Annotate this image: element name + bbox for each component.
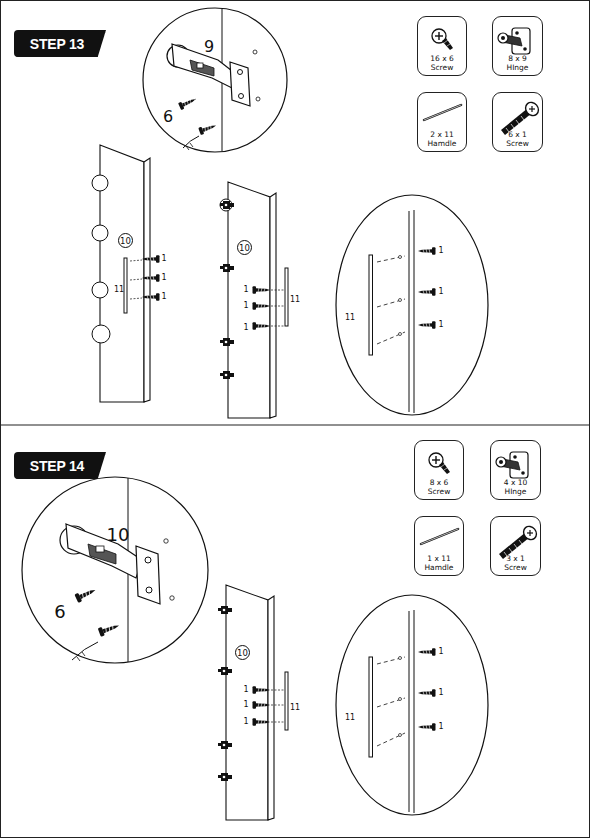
callout-number: 1 <box>243 686 248 694</box>
callout-number: 1 <box>161 293 166 301</box>
callout-number: 11 <box>290 296 300 304</box>
part-box: 4 x 10 HInge <box>490 440 541 500</box>
part-box: 2 x 11 Hamdle <box>417 92 467 152</box>
door-panel <box>218 585 288 820</box>
callout-number: 1 <box>243 286 248 294</box>
part-caption: 8 x 9 HInge <box>500 55 536 72</box>
callout-number: 1 <box>243 701 248 709</box>
part-caption: 3 x 1 Screw <box>498 555 534 572</box>
callout-number: 1 <box>438 247 443 255</box>
handle-zoom-oval <box>336 595 488 815</box>
callout-number: 1 <box>243 718 248 726</box>
callout-number: 11 <box>114 286 124 294</box>
step-badge: STEP 14 <box>14 452 106 479</box>
hinge-zoom-circle <box>22 477 208 663</box>
callout-number: 1 <box>438 288 443 296</box>
door-panel <box>92 145 160 402</box>
part-box: 8 x 6 Screw <box>414 440 464 500</box>
callout-number: 1 <box>243 324 248 332</box>
part-box: 16 x 6 Screw <box>417 16 467 76</box>
part-caption: 4 x 10 HInge <box>498 479 534 496</box>
part-caption: 6 x 1 Screw <box>500 131 536 148</box>
part-caption: 1 x 11 Hamdle <box>421 555 457 572</box>
callout-number: 11 <box>345 714 355 722</box>
step-title: STEP 13 <box>30 36 84 52</box>
handle-zoom-oval <box>336 195 488 415</box>
step-title: STEP 14 <box>30 458 84 474</box>
callout-number: 1 <box>438 723 443 731</box>
callout-number: 10 <box>120 236 131 246</box>
part-box: 6 x 1 Screw <box>492 92 543 152</box>
callout-number: 11 <box>345 314 355 322</box>
part-number-circle: 10 <box>237 240 252 255</box>
part-caption: 16 x 6 Screw <box>424 55 460 72</box>
callout-number: 1 <box>438 689 443 697</box>
callout-number: 10 <box>107 526 130 544</box>
step-badge: STEP 13 <box>14 30 106 57</box>
part-box: 1 x 11 Hamdle <box>414 516 464 576</box>
callout-number: 9 <box>204 39 214 55</box>
callout-number: 11 <box>290 704 300 712</box>
callout-number: 6 <box>54 603 65 621</box>
hinge-zoom-circle <box>143 8 287 152</box>
part-number-circle: 10 <box>235 645 250 660</box>
callout-number: 10 <box>237 648 248 658</box>
part-box: 3 x 1 Screw <box>490 516 541 576</box>
callout-number: 1 <box>161 255 166 263</box>
part-number-circle: 10 <box>118 233 133 248</box>
part-caption: 2 x 11 Hamdle <box>424 131 460 148</box>
part-box: 8 x 9 HInge <box>492 16 543 76</box>
door-panel <box>220 182 288 418</box>
callout-number: 10 <box>239 243 250 253</box>
callout-number: 1 <box>243 302 248 310</box>
callout-number: 1 <box>161 274 166 282</box>
callout-number: 1 <box>438 321 443 329</box>
callout-number: 1 <box>438 648 443 656</box>
part-caption: 8 x 6 Screw <box>421 479 457 496</box>
callout-number: 6 <box>163 109 173 125</box>
